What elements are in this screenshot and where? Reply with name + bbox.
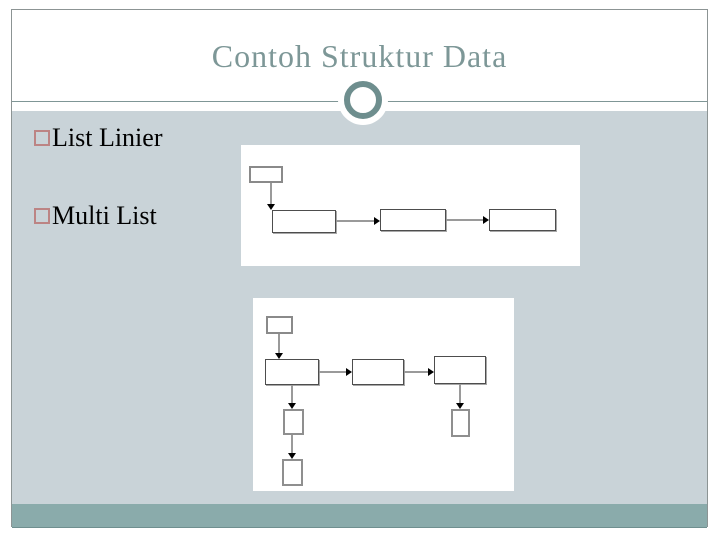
arrowhead-icon: [346, 368, 352, 376]
diagram-node-cell: [283, 409, 304, 435]
list-item-list-linier: List Linier: [34, 122, 162, 155]
diagram-node-head: [266, 316, 293, 334]
arrowhead-icon: [288, 403, 296, 409]
bullet-label: Multi List: [52, 201, 157, 230]
arrow-line: [404, 371, 429, 373]
arrow-line: [336, 220, 375, 222]
diagram-node-node: [352, 359, 404, 385]
arrowhead-icon: [483, 216, 489, 224]
diagram-node-node: [272, 210, 336, 233]
arrowhead-icon: [374, 217, 380, 225]
bullet-label: List Linier: [52, 123, 163, 152]
diagram-panel-multi-list: [253, 298, 514, 491]
arrow-line: [291, 385, 293, 404]
slide: Contoh Struktur Data List Linier Multi L…: [11, 9, 708, 528]
square-bullet-icon: [34, 208, 50, 224]
arrowhead-icon: [275, 353, 283, 359]
arrow-line: [291, 435, 293, 454]
diagram-node-node: [380, 209, 446, 231]
arrowhead-icon: [428, 368, 434, 376]
list-item-multi-list: Multi List: [34, 200, 157, 233]
arrow-line: [446, 219, 484, 221]
diagram-node-node: [489, 209, 556, 231]
diagram-node-node: [265, 359, 319, 385]
diagram-panel-list-linier: [241, 145, 580, 266]
circle-ornament-icon: [344, 81, 382, 119]
arrow-line: [319, 371, 347, 373]
diagram-node-cell: [282, 459, 303, 486]
arrow-line: [459, 384, 461, 404]
footer-band: [12, 504, 707, 528]
arrow-line: [270, 183, 272, 205]
diagram-node-node: [434, 356, 486, 384]
arrowhead-icon: [288, 453, 296, 459]
arrowhead-icon: [267, 204, 275, 210]
diagram-node-cell: [451, 409, 470, 437]
page-title: Contoh Struktur Data: [211, 38, 508, 74]
arrowhead-icon: [456, 403, 464, 409]
square-bullet-icon: [34, 130, 50, 146]
arrow-line: [278, 334, 280, 354]
diagram-node-head: [249, 166, 283, 183]
